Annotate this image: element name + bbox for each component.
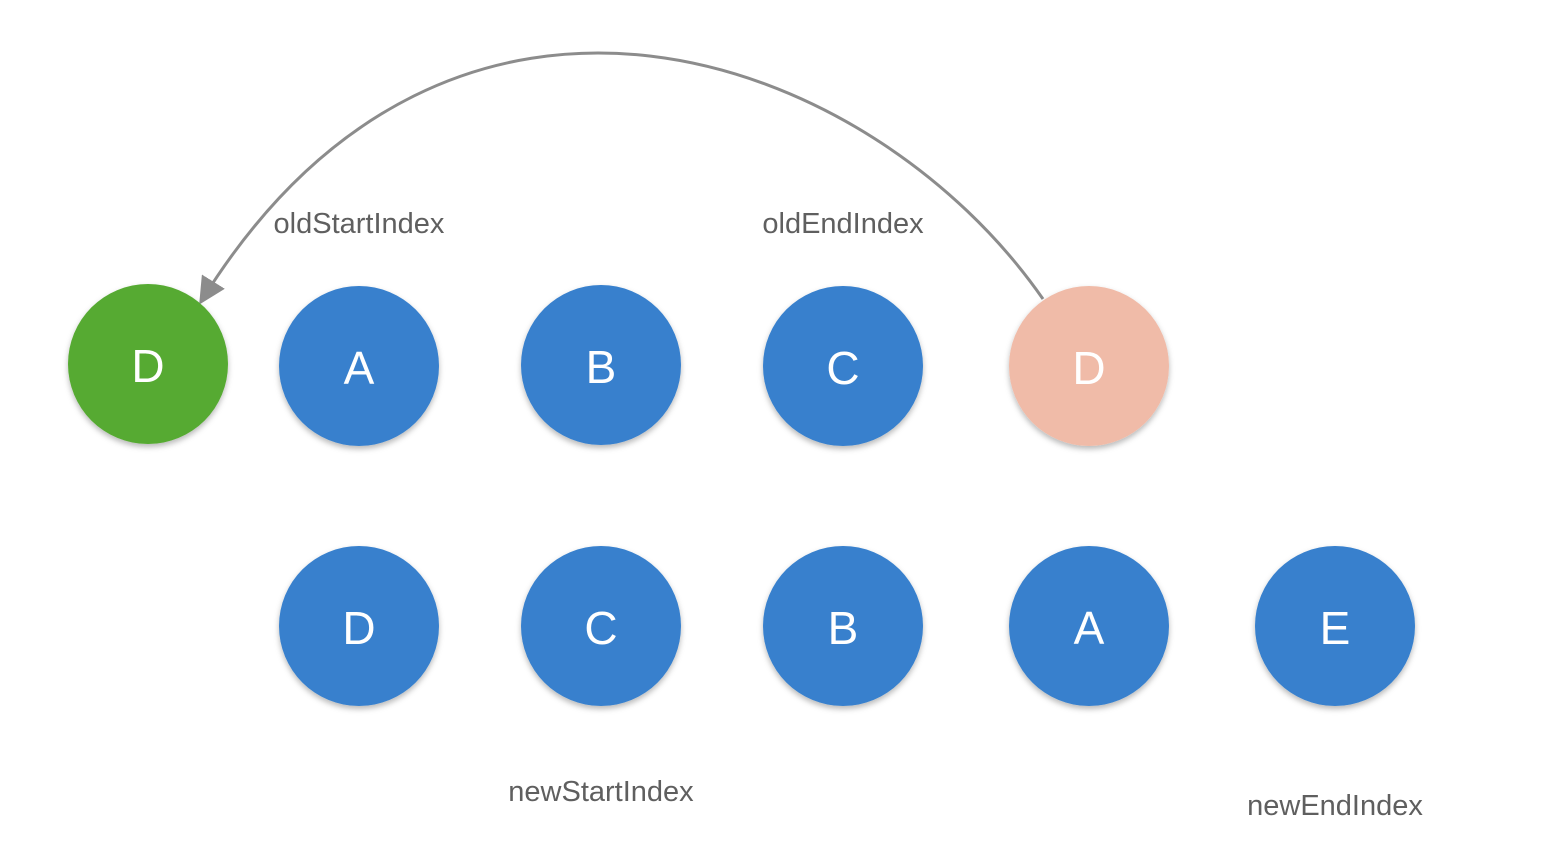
new-end-index-label: newEndIndex	[1247, 790, 1423, 822]
new-node: E	[1255, 546, 1415, 706]
svg-text:C: C	[826, 342, 859, 394]
old-node-original-position: D	[1009, 286, 1169, 446]
old-end-index-label: oldEndIndex	[762, 208, 924, 240]
old-node-moved: D	[68, 284, 228, 444]
new-node: D	[279, 546, 439, 706]
new-start-index-label: newStartIndex	[508, 776, 694, 808]
new-node: B	[763, 546, 923, 706]
old-node: C	[763, 286, 923, 446]
svg-text:D: D	[1072, 342, 1105, 394]
svg-text:B: B	[828, 602, 859, 654]
old-vnode-list: D A B C D	[68, 284, 1169, 446]
svg-text:E: E	[1320, 602, 1351, 654]
svg-text:B: B	[586, 341, 617, 393]
new-node: A	[1009, 546, 1169, 706]
old-node: B	[521, 285, 681, 445]
new-vnode-list: D C B A E	[279, 546, 1415, 706]
move-arrow	[199, 51, 1045, 305]
svg-text:D: D	[342, 602, 375, 654]
svg-text:A: A	[1074, 602, 1105, 654]
svg-text:A: A	[344, 342, 375, 394]
old-start-index-label: oldStartIndex	[274, 208, 445, 240]
svg-text:C: C	[584, 602, 617, 654]
old-node: A	[279, 286, 439, 446]
svg-text:D: D	[131, 340, 164, 392]
new-node: C	[521, 546, 681, 706]
